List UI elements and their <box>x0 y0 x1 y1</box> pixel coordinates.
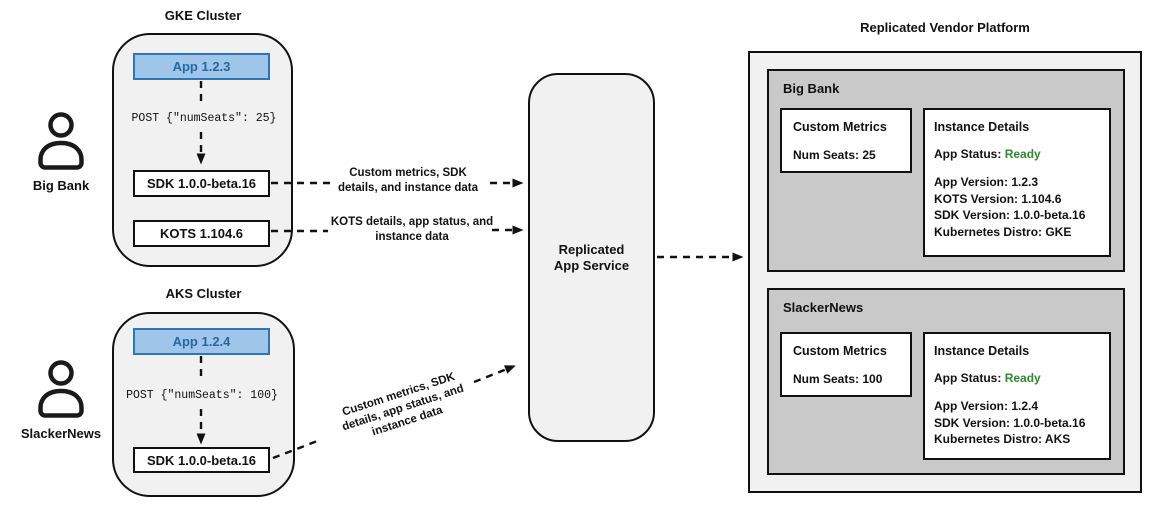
aks-sdk-node: SDK 1.0.0-beta.16 <box>133 447 270 473</box>
custom-metrics-title: Custom Metrics <box>793 120 887 134</box>
label-line: Custom metrics, SDK <box>349 167 467 179</box>
service-name-line1: Replicated <box>558 241 625 257</box>
gke-sdk-node: SDK 1.0.0-beta.16 <box>133 170 270 197</box>
instance-detail-lines: App Version: 1.2.3 KOTS Version: 1.104.6… <box>934 174 1103 240</box>
section-title-big-bank: Big Bank <box>783 81 840 96</box>
app-status-value: Ready <box>1004 147 1041 161</box>
app-status-value: Ready <box>1004 371 1041 385</box>
label-sdk-to-service: Custom metrics, SDK details, and instanc… <box>330 166 486 196</box>
aks-app-node: App 1.2.4 <box>133 328 270 355</box>
label-line: instance data <box>375 231 449 243</box>
gke-post-request-label: POST {"numSeats": 25} <box>131 112 277 125</box>
gke-kots-node: KOTS 1.104.6 <box>133 220 270 247</box>
detail-line: App Version: 1.2.4 <box>934 399 1039 413</box>
user-slackernews-label: SlackerNews <box>20 426 102 441</box>
user-big-bank-label: Big Bank <box>32 178 90 193</box>
instance-details-title: Instance Details <box>934 344 1030 358</box>
num-seats-value: Num Seats: 25 <box>793 148 876 162</box>
app-status-label: App Status: <box>934 147 1002 161</box>
detail-line: Kubernetes Distro: AKS <box>934 432 1071 446</box>
slackernews-custom-metrics-box: Custom Metrics Num Seats: 100 <box>780 332 912 397</box>
app-status-line: App Status: Ready <box>934 147 1103 161</box>
big-bank-instance-details-box: Instance Details App Status: Ready App V… <box>923 108 1111 257</box>
user-slackernews: SlackerNews <box>6 360 116 441</box>
label-line: KOTS details, app status, and <box>330 216 494 228</box>
instance-detail-lines: App Version: 1.2.4 SDK Version: 1.0.0-be… <box>934 398 1103 448</box>
num-seats-value: Num Seats: 100 <box>793 372 883 386</box>
aks-cluster-title: AKS Cluster <box>165 286 242 301</box>
arrow-aks-sdk-to-service-right <box>473 365 516 384</box>
detail-line: Kubernetes Distro: GKE <box>934 224 1072 239</box>
gke-cluster-title: GKE Cluster <box>164 8 242 23</box>
instance-details-title: Instance Details <box>934 120 1030 134</box>
detail-line: SDK Version: 1.0.0-beta.16 <box>934 415 1086 430</box>
label-aks-sdk-to-service: Custom metrics, SDK details, app status,… <box>325 365 481 451</box>
label-kots-to-service: KOTS details, app status, and instance d… <box>327 215 497 245</box>
section-title-slackernews: SlackerNews <box>783 300 864 315</box>
detail-line: KOTS Version: 1.104.6 <box>934 191 1062 206</box>
app-status-line: App Status: Ready <box>934 371 1103 385</box>
aks-post-request-label: POST {"numSeats": 100} <box>126 389 278 402</box>
platform-title: Replicated Vendor Platform <box>860 20 1030 35</box>
detail-line: App Version: 1.2.3 <box>934 175 1039 189</box>
app-status-label: App Status: <box>934 371 1002 385</box>
big-bank-custom-metrics-box: Custom Metrics Num Seats: 25 <box>780 108 912 173</box>
detail-line: SDK Version: 1.0.0-beta.16 <box>934 208 1086 222</box>
person-icon <box>38 360 84 418</box>
replicated-app-service-node: Replicated App Service <box>528 73 655 442</box>
gke-app-node: App 1.2.3 <box>133 53 270 80</box>
label-line: details, and instance data <box>338 182 478 194</box>
service-name-line2: App Service <box>553 257 630 273</box>
custom-metrics-title: Custom Metrics <box>793 344 887 358</box>
user-big-bank: Big Bank <box>6 112 116 193</box>
slackernews-instance-details-box: Instance Details App Status: Ready App V… <box>923 332 1111 460</box>
person-icon <box>38 112 84 170</box>
